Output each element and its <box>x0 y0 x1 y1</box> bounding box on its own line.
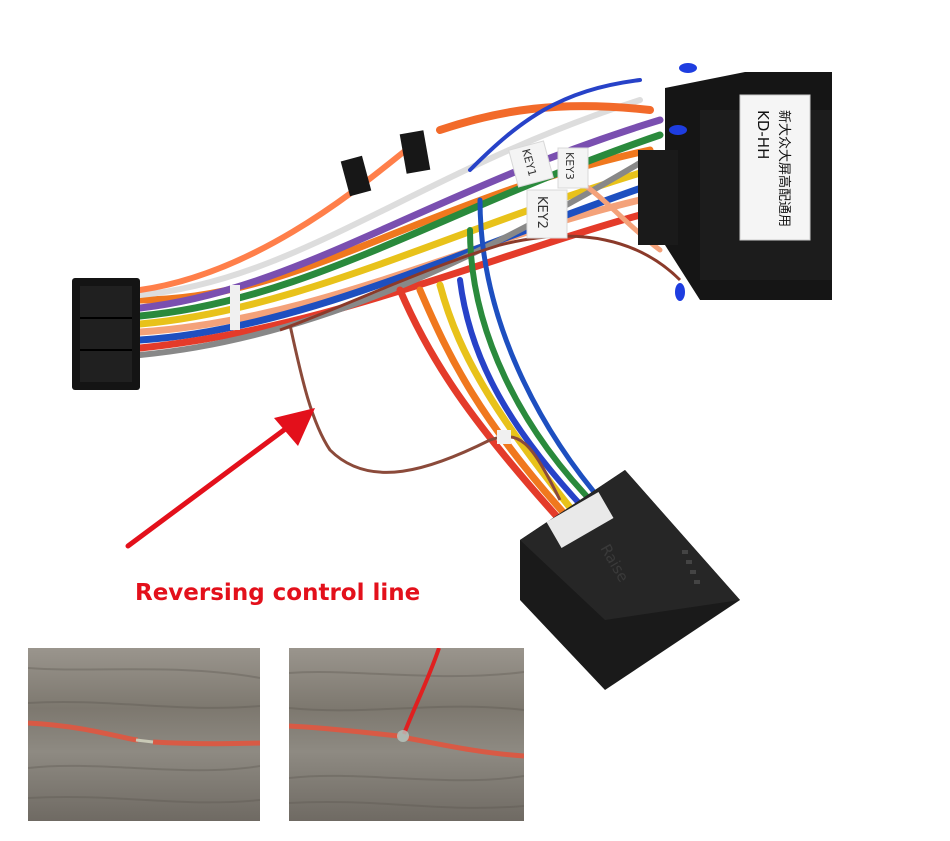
inset-photo-stripped-wire <box>28 648 260 821</box>
lower-wires <box>396 197 608 524</box>
box-label-line2: KD-HH <box>754 110 772 159</box>
reversing-wire-top <box>279 234 682 332</box>
svg-text:KEY2: KEY2 <box>534 196 549 229</box>
svg-text:KEY3: KEY3 <box>563 152 576 180</box>
wire-bundle <box>136 78 664 358</box>
wire-tag-key3: KEY3 <box>557 147 589 189</box>
box-label-line1: 新大众大屏高配通用 <box>776 110 792 227</box>
blue-terminal <box>675 283 685 301</box>
cable-tie <box>230 285 240 330</box>
right-connector: 新大众大屏高配通用 KD-HH <box>638 72 832 300</box>
blue-terminal <box>669 125 687 135</box>
wire-tag-key2: KEY2 <box>526 189 568 239</box>
decoder-box: Raise <box>520 470 740 690</box>
reversing-control-wire <box>288 324 562 501</box>
blue-terminal <box>679 63 697 73</box>
red-arrow <box>125 408 315 549</box>
small-plug <box>399 130 431 174</box>
cable-tie <box>497 430 511 444</box>
small-plug <box>340 155 372 197</box>
inset-photo-joined-wire <box>289 648 524 821</box>
left-connector <box>72 278 140 390</box>
wire-tag-key1: KEY1 <box>508 140 554 188</box>
caption-reversing-control-line: Reversing control line <box>135 580 421 606</box>
